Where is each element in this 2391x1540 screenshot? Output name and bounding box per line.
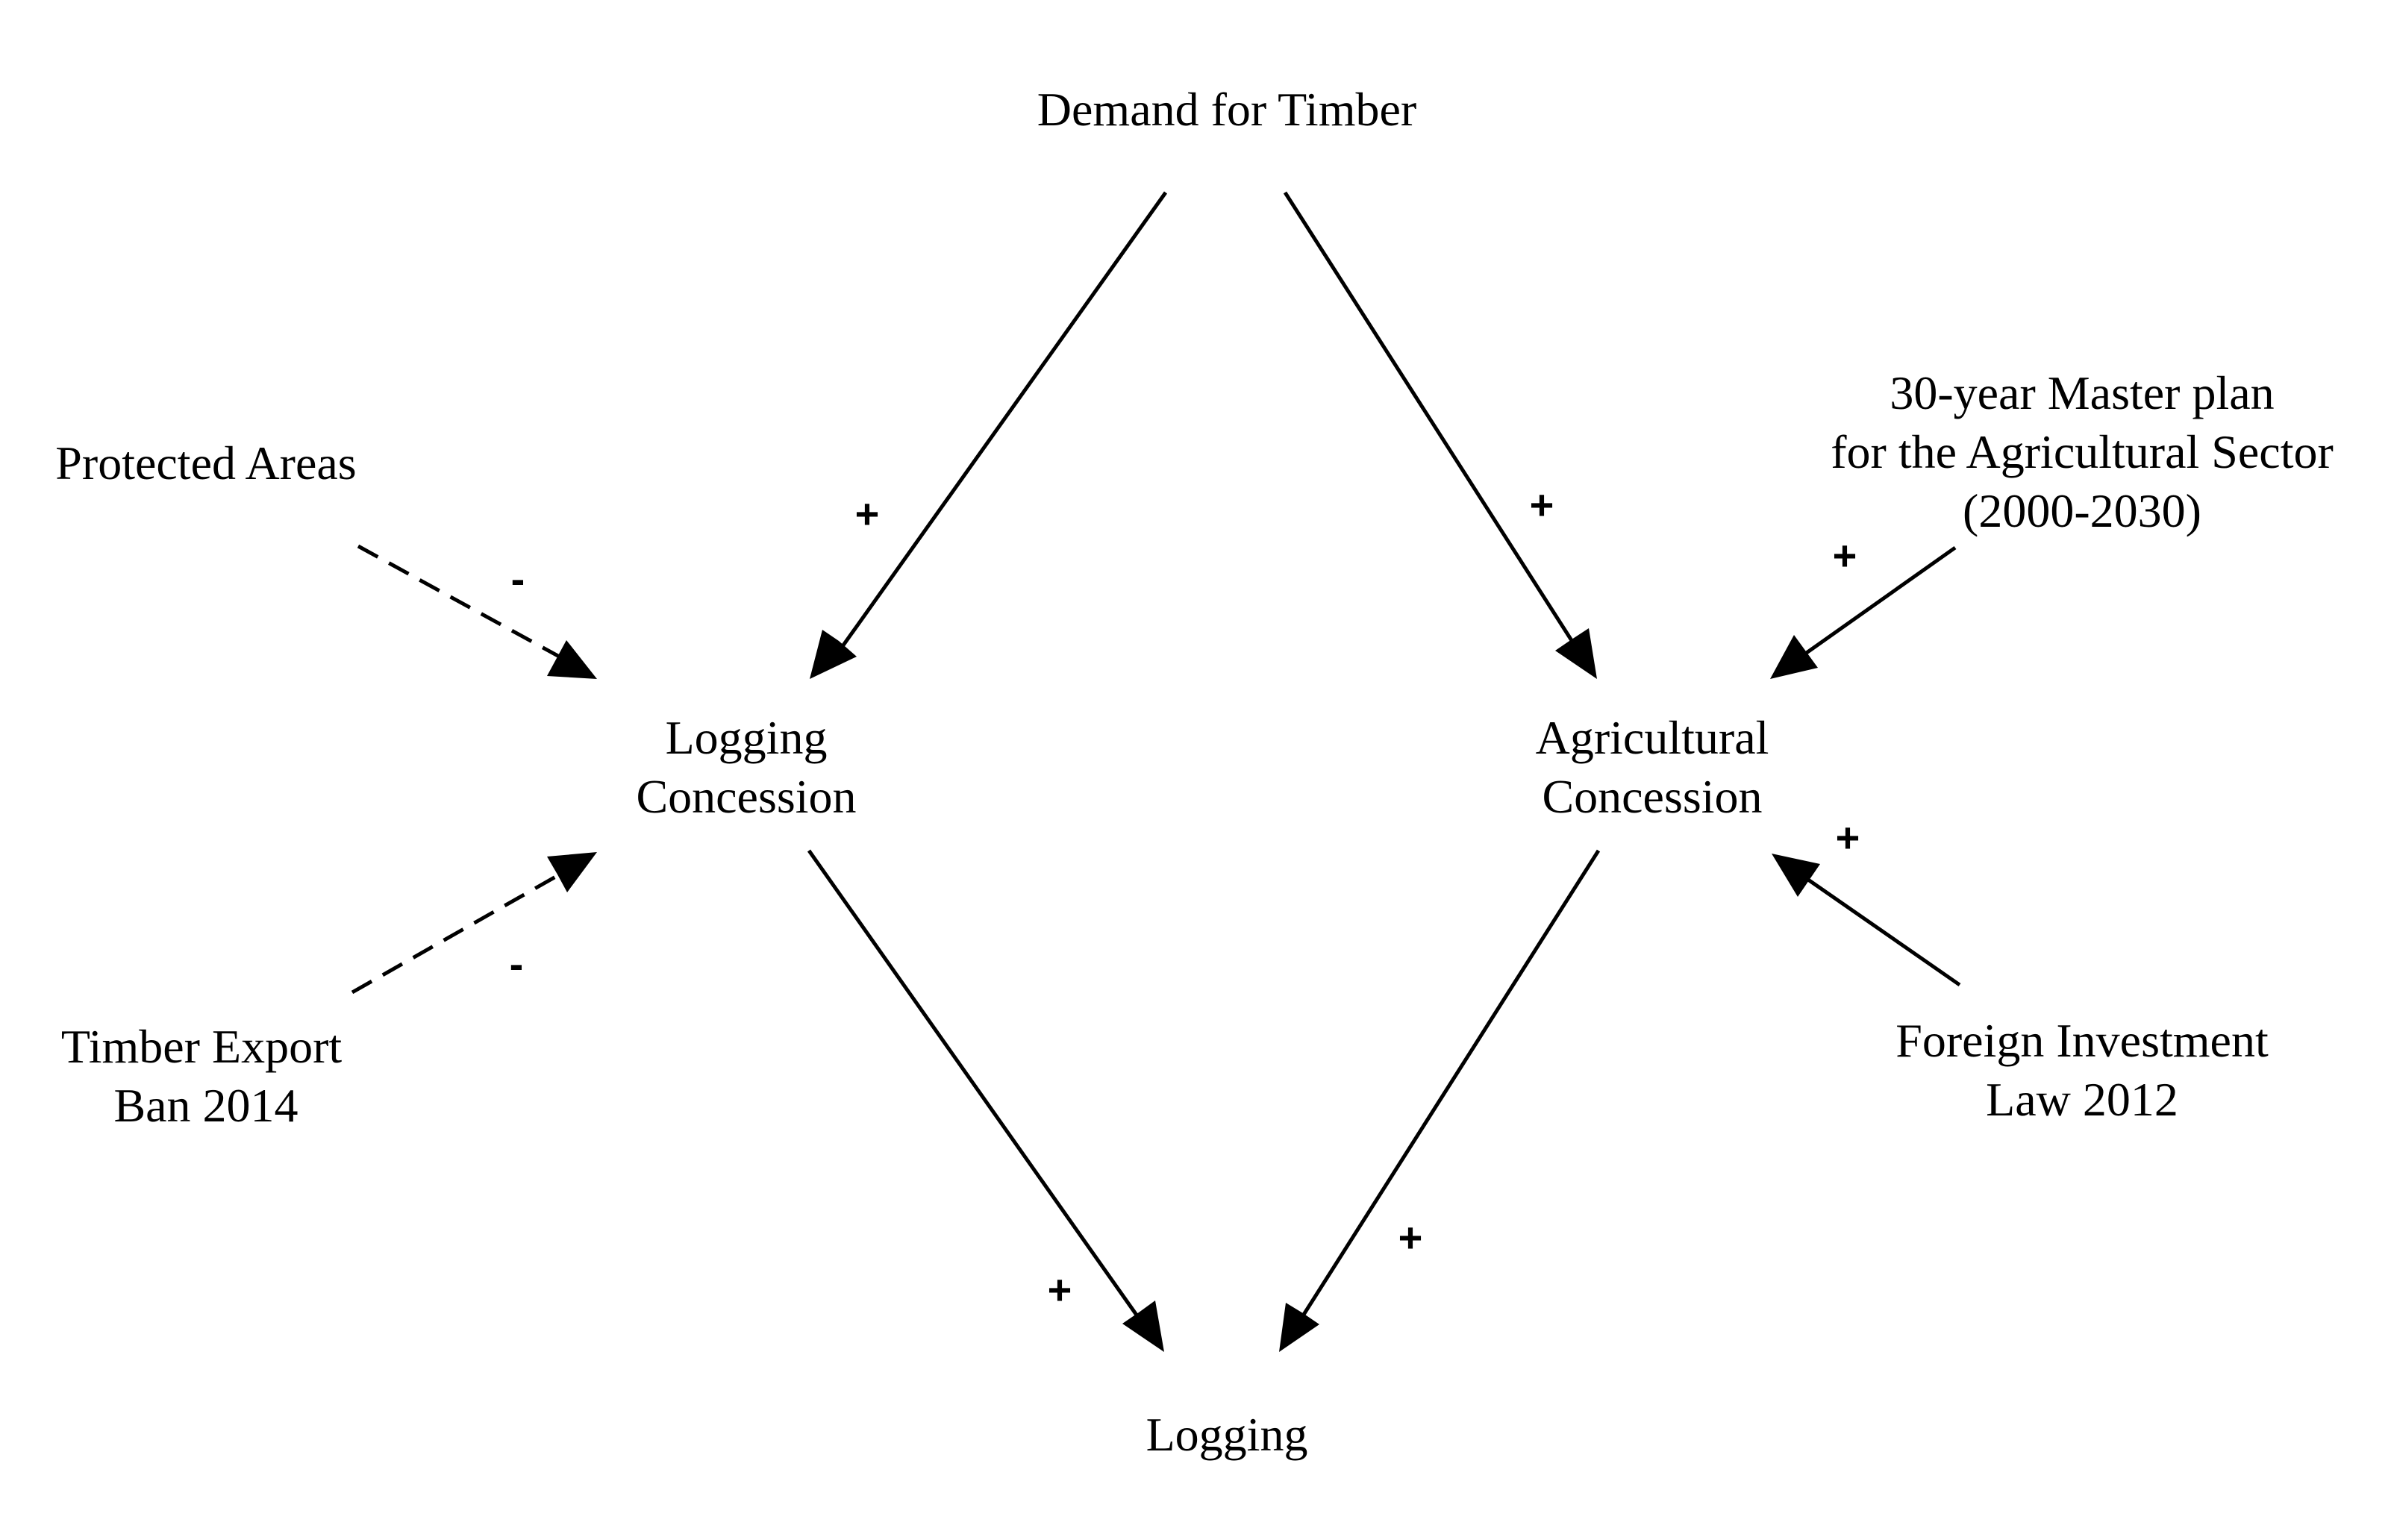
- polarity-sign: +: [1833, 532, 1857, 579]
- link-logging-concession-to-logging: [807, 849, 1164, 1352]
- link-demand-to-agricultural-concession: [1283, 191, 1597, 679]
- link-agricultural-concession-to-logging: [1279, 849, 1601, 1352]
- link-protected-areas-to-logging-concession: [357, 544, 597, 679]
- arrowhead: [1555, 628, 1597, 679]
- link-demand-to-logging-concession: [810, 191, 1168, 679]
- node-foreign-investment-law: Foreign Investment Law 2012: [1895, 1014, 2269, 1126]
- node-agricultural-concession-line-1: Agricultural: [1536, 711, 1769, 764]
- node-timber-export-ban-line-1: Timber Export: [61, 1020, 343, 1073]
- node-timber-export-ban: Timber Export Ban 2014: [61, 1020, 343, 1132]
- node-master-plan: 30-year Master plan for the Agricultural…: [1831, 366, 2334, 537]
- node-logging-concession: Logging Concession: [636, 711, 856, 823]
- node-master-plan-line-1: 30-year Master plan: [1890, 366, 2274, 419]
- polarity-sign: -: [511, 555, 525, 602]
- node-agricultural-concession: Agricultural Concession: [1536, 711, 1769, 823]
- arrowhead: [547, 852, 597, 892]
- polarity-sign: +: [855, 490, 880, 537]
- node-foreign-investment-law-line-2: Law 2012: [1986, 1073, 2178, 1126]
- link-timber-export-ban-to-logging-concession: [351, 852, 597, 995]
- node-logging: Logging: [1146, 1408, 1308, 1461]
- link-master-plan-to-agricultural-concession: [1770, 545, 1957, 679]
- arrowhead: [1279, 1303, 1319, 1352]
- polarity-sign: -: [510, 940, 524, 987]
- node-agricultural-concession-line-2: Concession: [1542, 770, 1762, 823]
- node-timber-export-ban-line-2: Ban 2014: [113, 1079, 298, 1132]
- arrowhead: [810, 630, 857, 679]
- arrowhead: [1772, 854, 1820, 897]
- polarity-sign: +: [1048, 1266, 1072, 1313]
- node-foreign-investment-law-line-1: Foreign Investment: [1895, 1014, 2269, 1067]
- polarity-sign: +: [1836, 814, 1860, 861]
- link-foreign-investment-law-to-agricultural-concession: [1772, 854, 1961, 987]
- polarity-sign: +: [1398, 1214, 1423, 1261]
- node-logging-concession-line-1: Logging: [666, 711, 828, 764]
- node-master-plan-line-2: for the Agricultural Sector: [1831, 425, 2334, 478]
- node-demand-for-timber: Demand for Timber: [1037, 83, 1416, 136]
- arrowhead: [1770, 635, 1818, 679]
- arrowhead: [1122, 1300, 1164, 1352]
- node-logging-concession-line-2: Concession: [636, 770, 856, 823]
- node-protected-areas: Protected Areas: [55, 436, 356, 489]
- node-master-plan-line-3: (2000-2030): [1963, 484, 2201, 537]
- arrowhead: [547, 640, 597, 679]
- polarity-sign: +: [1530, 481, 1554, 528]
